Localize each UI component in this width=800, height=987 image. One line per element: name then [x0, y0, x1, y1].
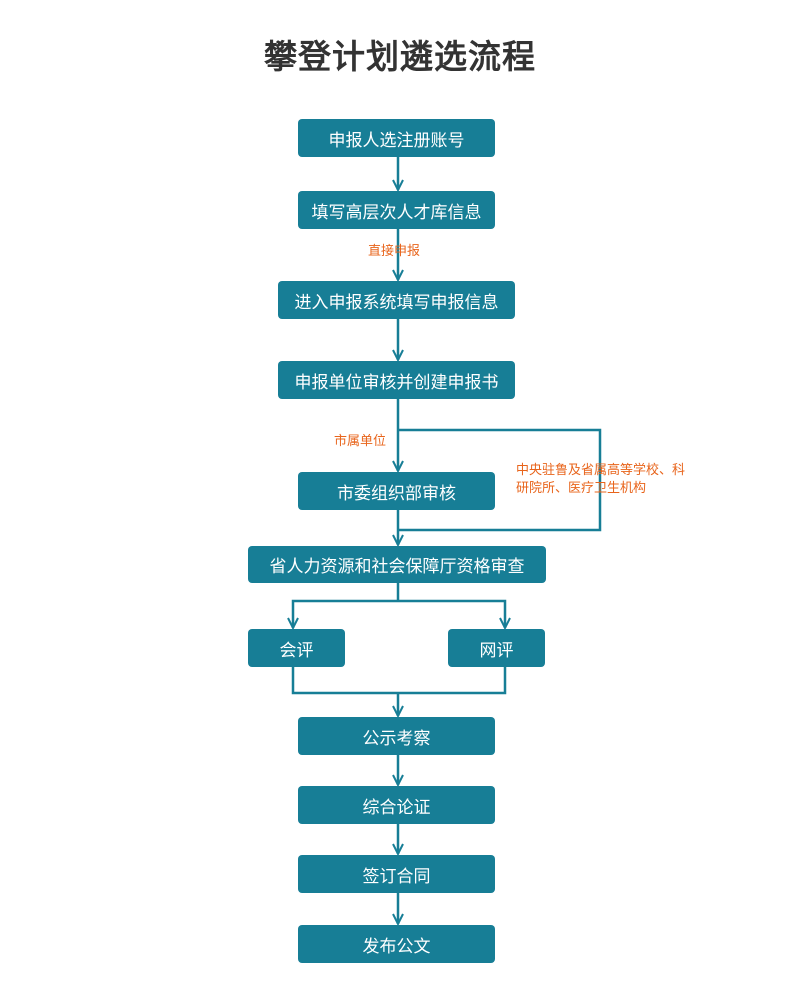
note-central-units-line-1: 中央驻鲁及省属高等学校、科	[516, 463, 686, 478]
step-publicity: 公示考察	[298, 717, 495, 755]
step-online-review: 网评	[448, 629, 545, 667]
step-unit-review: 申报单位审核并创建申报书	[278, 361, 515, 399]
step-meeting-review: 会评	[248, 629, 345, 667]
note-central-units-line-2: 研院所、医疗卫生机构	[516, 481, 647, 496]
split-left	[293, 599, 398, 628]
note-direct-apply: 直接申报	[368, 244, 421, 259]
branch-central-units	[398, 428, 602, 532]
step-publish: 发布公文	[298, 925, 495, 963]
step-register: 申报人选注册账号	[298, 119, 495, 157]
step-fill-talent-db: 填写高层次人才库信息	[298, 191, 495, 229]
page-title: 攀登计划遴选流程	[264, 37, 536, 76]
step-province-check: 省人力资源和社会保障厅资格审查	[248, 546, 546, 583]
step-enter-system: 进入申报系统填写申报信息	[278, 281, 515, 319]
step-sign-contract: 签订合同	[298, 855, 495, 893]
step-city-review: 市委组织部审核	[298, 472, 495, 510]
merge-line	[291, 667, 507, 695]
note-city-unit: 市属单位	[334, 434, 387, 449]
split-right	[398, 599, 505, 628]
note-central-units: 中央驻鲁及省属高等学校、科 研院所、医疗卫生机构	[516, 462, 685, 498]
step-comprehensive: 综合论证	[298, 786, 495, 824]
